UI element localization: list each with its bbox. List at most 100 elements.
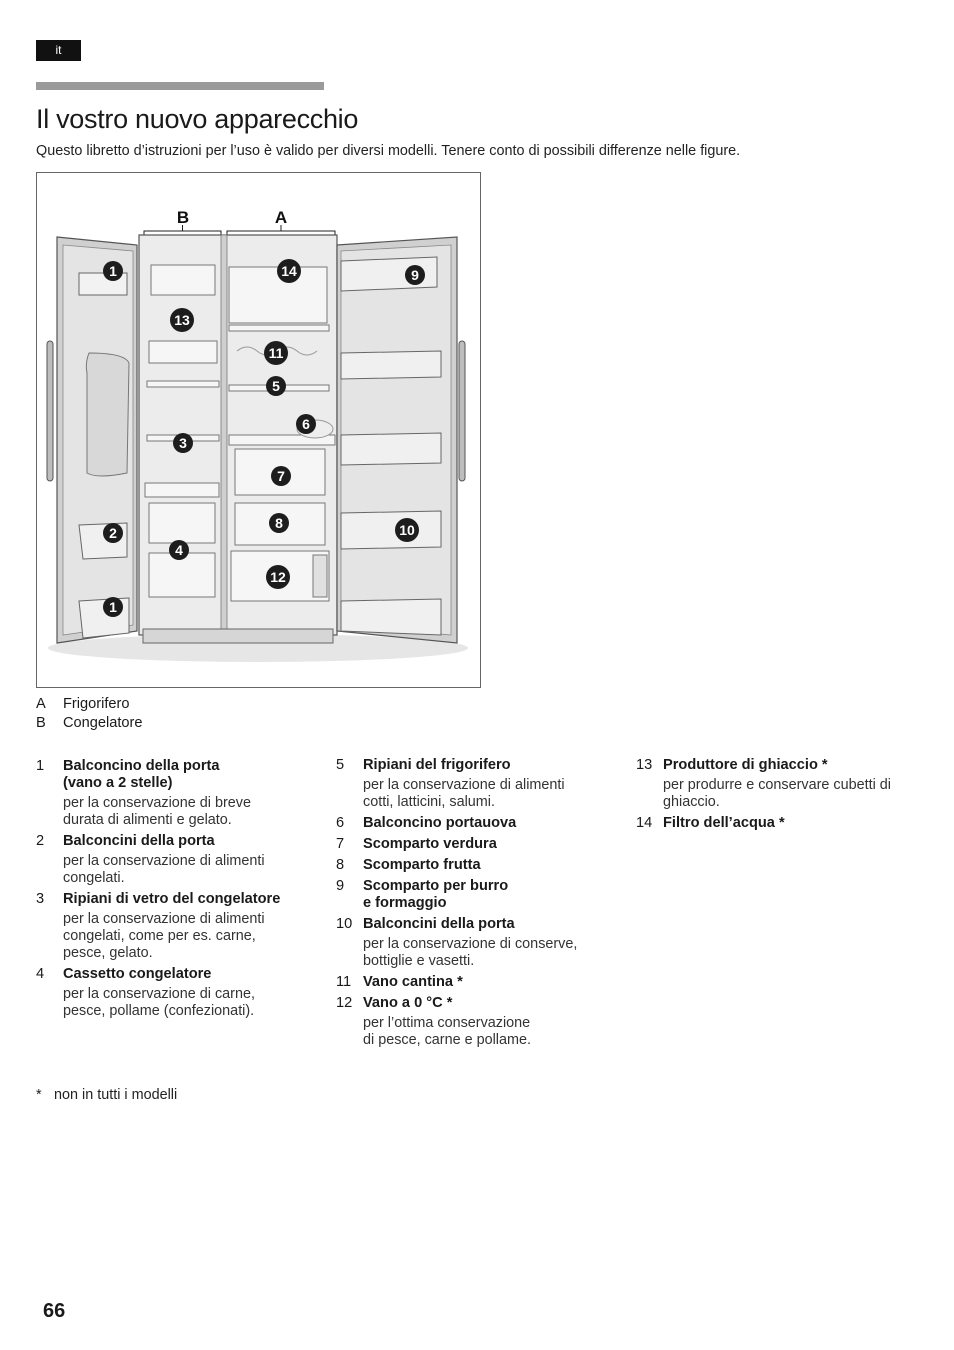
callout-7: 7 — [271, 466, 291, 486]
item-number: 7 — [336, 836, 345, 852]
svg-text:1: 1 — [109, 263, 117, 279]
item-title: Vano a 0 °C * — [363, 995, 453, 1011]
callout-1-top: 1 — [103, 261, 123, 281]
svg-text:11: 11 — [269, 345, 284, 361]
freezer-door — [46, 236, 138, 644]
item-number: 8 — [336, 857, 345, 873]
legend-key: B — [36, 715, 46, 731]
svg-text:7: 7 — [277, 468, 285, 484]
item-description: per produrre e conservare cubetti di ghi… — [663, 777, 891, 810]
items-column-2: 5 Ripiani del frigorifero per la conserva… — [336, 757, 616, 1053]
item-description: per la conservazione di carne, pesce, po… — [63, 986, 255, 1019]
item-description: per la conservazione di alimenti cotti, … — [363, 777, 565, 810]
item-number: 11 — [336, 974, 352, 990]
item-title: Produttore di ghiaccio * — [663, 757, 828, 773]
item-number: 3 — [36, 891, 45, 907]
items-column-1: 1 Balconcino della porta (vano a 2 stelle… — [36, 758, 316, 1024]
item-description: per la conservazione di breve durata di … — [63, 795, 251, 828]
svg-text:9: 9 — [411, 267, 419, 283]
callout-9: 9 — [405, 265, 425, 285]
item-title: Balconcino della porta (vano a 2 stelle) — [63, 758, 220, 791]
item-number: 12 — [336, 995, 353, 1011]
list-item: 14 Filtro dell’acqua * — [636, 815, 926, 832]
item-description: per l’ottima conservazione di pesce, car… — [363, 1015, 531, 1048]
callout-3: 3 — [173, 433, 193, 453]
page-title: Il vostro nuovo apparecchio — [36, 104, 359, 134]
fridge-diagram: B A — [36, 172, 481, 688]
svg-text:6: 6 — [302, 416, 310, 432]
item-number: 14 — [636, 815, 653, 831]
label-freezer-b: B — [177, 208, 189, 227]
item-title: Scomparto verdura — [363, 836, 497, 852]
legend-row: B Congelatore — [36, 714, 143, 733]
callout-12: 12 — [266, 565, 290, 589]
svg-text:3: 3 — [179, 435, 187, 451]
callout-5: 5 — [266, 376, 286, 396]
callout-2: 2 — [103, 523, 123, 543]
list-item: 11 Vano cantina * — [336, 974, 616, 991]
svg-text:12: 12 — [270, 569, 286, 585]
item-description: per la conservazione di alimenti congela… — [63, 911, 265, 961]
list-item: 9 Scomparto per burro e formaggio — [336, 878, 616, 912]
item-title: Scomparto per burro e formaggio — [363, 878, 509, 911]
intro-text: Questo libretto d’istruzioni per l’uso è… — [36, 143, 741, 159]
item-title: Filtro dell’acqua * — [663, 815, 785, 831]
svg-text:4: 4 — [175, 542, 183, 558]
list-item: 8 Scomparto frutta — [336, 857, 616, 874]
list-item: 10 Balconcini della porta per la conserva… — [336, 916, 616, 970]
callout-1-bottom: 1 — [103, 597, 123, 617]
item-number: 1 — [36, 758, 45, 774]
svg-text:13: 13 — [174, 312, 190, 328]
item-title: Vano cantina * — [363, 974, 463, 990]
item-number: 2 — [36, 833, 45, 849]
items-column-3: 13 Produttore di ghiaccio * per produrre … — [636, 757, 926, 836]
item-title: Balconcini della porta — [63, 833, 215, 849]
list-item: 2 Balconcini della porta per la conservaz… — [36, 833, 316, 887]
callout-13: 13 — [170, 308, 194, 332]
callout-10: 10 — [395, 518, 419, 542]
list-item: 7 Scomparto verdura — [336, 836, 616, 853]
item-description: per la conservazione di alimenti congela… — [63, 853, 265, 886]
page-number: 66 — [43, 1300, 66, 1322]
item-title: Ripiani di vetro del congelatore — [63, 891, 281, 907]
list-item: 1 Balconcino della porta (vano a 2 stelle… — [36, 758, 316, 829]
list-item: 12 Vano a 0 °C * per l’ottima conservazio… — [336, 995, 616, 1049]
svg-text:10: 10 — [399, 522, 415, 538]
list-item: 13 Produttore di ghiaccio * per produrre … — [636, 757, 926, 811]
callout-8: 8 — [269, 513, 289, 533]
callout-4: 4 — [169, 540, 189, 560]
svg-text:14: 14 — [281, 263, 297, 279]
legend-key: A — [36, 696, 46, 712]
item-number: 5 — [336, 757, 345, 773]
item-description: per la conservazione di conserve, bottig… — [363, 936, 578, 969]
item-title: Ripiani del frigorifero — [363, 757, 511, 773]
item-number: 4 — [36, 966, 45, 982]
callout-6: 6 — [296, 414, 316, 434]
language-tag: it — [36, 40, 81, 61]
fridge-door — [336, 236, 466, 644]
label-fridge-a: A — [275, 208, 287, 227]
item-number: 9 — [336, 878, 345, 894]
fridge-illustration: B A — [46, 208, 468, 662]
item-title: Balconcini della porta — [363, 916, 515, 932]
callout-11: 11 — [264, 341, 288, 365]
header-rule — [36, 82, 324, 90]
list-item: 5 Ripiani del frigorifero per la conserva… — [336, 757, 616, 811]
list-item: 3 Ripiani di vetro del congelatore per la… — [36, 891, 316, 962]
footnote: * non in tutti i modelli — [36, 1087, 177, 1103]
item-title: Scomparto frutta — [363, 857, 481, 873]
svg-text:5: 5 — [272, 378, 280, 394]
svg-text:2: 2 — [109, 525, 117, 541]
svg-text:1: 1 — [109, 599, 117, 615]
callout-14: 14 — [277, 259, 301, 283]
legend-text: Congelatore — [63, 715, 143, 731]
item-number: 13 — [636, 757, 653, 773]
footnote-star: * — [36, 1087, 42, 1103]
svg-text:8: 8 — [275, 515, 283, 531]
item-number: 10 — [336, 916, 353, 932]
footnote-text: non in tutti i modelli — [54, 1087, 178, 1103]
